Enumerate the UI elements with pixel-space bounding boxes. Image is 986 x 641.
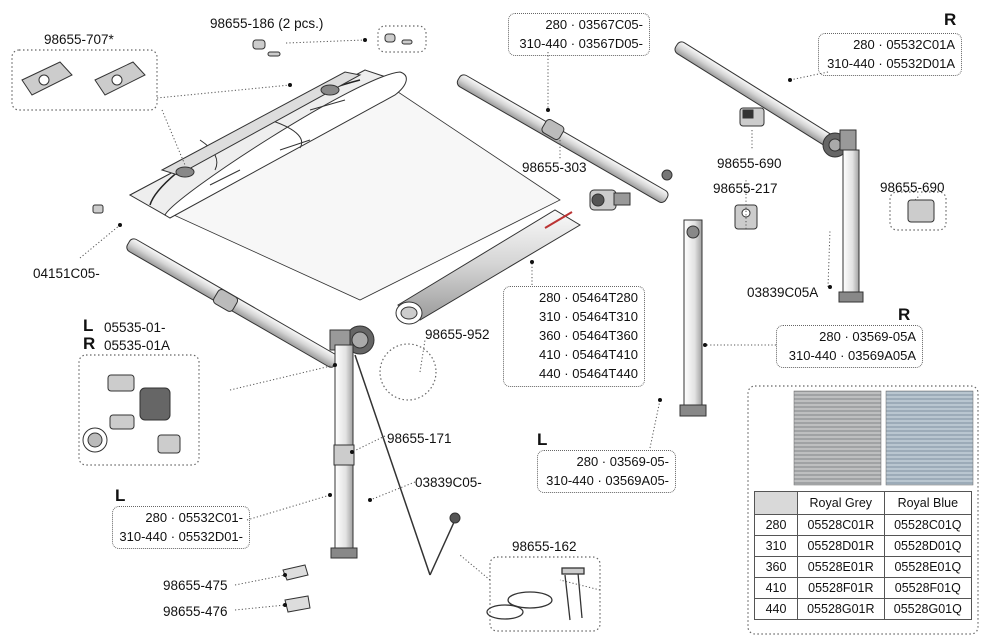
label-98655-303: 98655-303 xyxy=(522,160,587,175)
left-brace xyxy=(354,354,431,576)
side-marker-l-bottom: L xyxy=(115,486,126,505)
callout-03567-line-2: 310-440 · 03567D05- xyxy=(519,36,643,51)
pins-98655-186 xyxy=(252,33,413,57)
label-05535-01a-right: 05535-01A xyxy=(104,338,171,353)
strap-kit-98655-162 xyxy=(486,567,585,621)
side-marker-r-left: R xyxy=(83,334,96,353)
label-03839c05-left: 03839C05- xyxy=(415,475,482,490)
callout-05532-left: 280 · 05532C01- 310-440 · 05532D01- xyxy=(112,506,250,549)
part-98655-475 xyxy=(282,564,309,581)
right-leg-upper xyxy=(838,149,864,303)
callout-03569-left-line-2: 310-440 · 03569A05- xyxy=(546,473,669,488)
callout-05464-line-4: 410 · 05464T410 xyxy=(538,347,638,362)
callout-03569-right-line-1: 280 · 03569-05A xyxy=(819,329,916,344)
front-profile-roller xyxy=(395,209,581,325)
label-98655-171: 98655-171 xyxy=(387,431,452,446)
table-cell-blue: 05528E01Q xyxy=(883,556,973,578)
callout-03569-right-line-2: 310-440 · 03569A05A xyxy=(788,348,916,363)
label-05535-01-left: 05535-01- xyxy=(104,320,166,335)
label-98655-476: 98655-476 xyxy=(163,604,228,619)
left-leg xyxy=(330,344,358,559)
table-cell-blue: 05528G01Q xyxy=(883,598,973,620)
label-98655-475: 98655-475 xyxy=(163,578,228,593)
callout-03569-right: 280 · 03569-05A 310-440 · 03569A05A xyxy=(776,325,923,368)
table-cell-grey: 05528D01R xyxy=(797,535,885,557)
callout-05464-line-1: 280 · 05464T280 xyxy=(538,290,638,305)
label-98655-186: 98655-186 (2 pcs.) xyxy=(210,16,324,31)
callout-05464: 280 · 05464T280 310 · 05464T310 360 · 05… xyxy=(503,286,645,387)
label-98655-690-b: 98655-690 xyxy=(880,180,945,195)
center-strut xyxy=(456,74,673,203)
table-cell-size: 440 xyxy=(754,598,798,620)
table-cell-blue: 05528C01Q xyxy=(883,514,973,536)
table-cell-grey: 05528G01R xyxy=(797,598,885,620)
table-row: 410 05528F01R 05528F01Q xyxy=(754,577,973,599)
part-98655-690b xyxy=(907,199,935,223)
table-row: 440 05528G01R 05528G01Q xyxy=(754,598,973,620)
leader-lines xyxy=(79,39,921,611)
cassette-rail xyxy=(160,71,362,178)
table-cell-grey: 05528E01R xyxy=(797,556,885,578)
table-row: 310 05528D01R 05528D01Q xyxy=(754,535,973,557)
callout-05532-right: 280 · 05532C01A 310-440 · 05532D01A xyxy=(818,33,962,76)
side-marker-l-left: L xyxy=(83,316,94,335)
part-98655-690a xyxy=(739,107,765,127)
callout-05532-right-line-1: 280 · 05532C01A xyxy=(853,37,955,52)
label-98655-690-a: 98655-690 xyxy=(717,156,782,171)
table-cell-size: 310 xyxy=(754,535,798,557)
label-03839c05a-right: 03839C05A xyxy=(747,285,819,300)
bracket-98655-707 xyxy=(21,61,146,96)
label-98655-217: 98655-217 xyxy=(713,181,778,196)
table-cell-grey: 05528C01R xyxy=(797,514,885,536)
fabric-table-header: Royal Grey Royal Blue xyxy=(754,491,973,515)
callout-05464-line-5: 440 · 05464T440 xyxy=(538,366,638,381)
swatch-royal-blue xyxy=(885,390,974,486)
label-04151c05: 04151C05- xyxy=(33,266,100,281)
label-98655-952: 98655-952 xyxy=(425,327,490,342)
table-row: 280 05528C01R 05528C01Q xyxy=(754,514,973,536)
right-upper-arm xyxy=(674,41,857,158)
label-98655-707: 98655-707* xyxy=(44,32,114,47)
table-cell-size: 410 xyxy=(754,577,798,599)
fabric-table-header-royal-grey: Royal Grey xyxy=(797,491,885,515)
side-marker-r-mid: R xyxy=(898,305,911,324)
fabric-swatches xyxy=(793,390,974,486)
callout-03569-left: 280 · 03569-05- 310-440 · 03569A05- xyxy=(537,450,676,493)
callout-03567: 280 · 03567C05- 310-440 · 03567D05- xyxy=(508,13,650,56)
callout-05532-left-line-2: 310-440 · 05532D01- xyxy=(119,529,243,544)
hardware-05535 xyxy=(82,374,181,454)
side-marker-l-mid: L xyxy=(537,430,548,449)
table-cell-blue: 05528F01Q xyxy=(883,577,973,599)
table-cell-blue: 05528D01Q xyxy=(883,535,973,557)
awning-fabric xyxy=(128,69,561,301)
fabric-table: Royal Grey Royal Blue 280 05528C01R 0552… xyxy=(754,491,973,620)
side-marker-r-top: R xyxy=(944,10,957,29)
label-98655-162: 98655-162 xyxy=(512,539,577,554)
roller-end-cap xyxy=(589,189,631,211)
table-row: 360 05528E01R 05528E01Q xyxy=(754,556,973,578)
table-cell-size: 280 xyxy=(754,514,798,536)
fabric-table-header-royal-blue: Royal Blue xyxy=(883,491,973,515)
table-cell-grey: 05528F01R xyxy=(797,577,885,599)
right-leg-lower xyxy=(679,219,707,417)
callout-05464-line-2: 310 · 05464T310 xyxy=(538,309,638,324)
part-04151 xyxy=(92,204,104,214)
callout-03569-left-line-1: 280 · 03569-05- xyxy=(576,454,669,469)
table-cell-size: 360 xyxy=(754,556,798,578)
callout-05464-line-3: 360 · 05464T360 xyxy=(538,328,638,343)
swatch-royal-grey xyxy=(793,390,882,486)
callout-03567-line-1: 280 · 03567C05- xyxy=(545,17,643,32)
callout-05532-right-line-2: 310-440 · 05532D01A xyxy=(827,56,955,71)
part-98655-476 xyxy=(284,595,311,613)
fabric-table-corner xyxy=(754,491,798,515)
callout-05532-left-line-1: 280 · 05532C01- xyxy=(145,510,243,525)
leader-dots xyxy=(118,38,832,607)
